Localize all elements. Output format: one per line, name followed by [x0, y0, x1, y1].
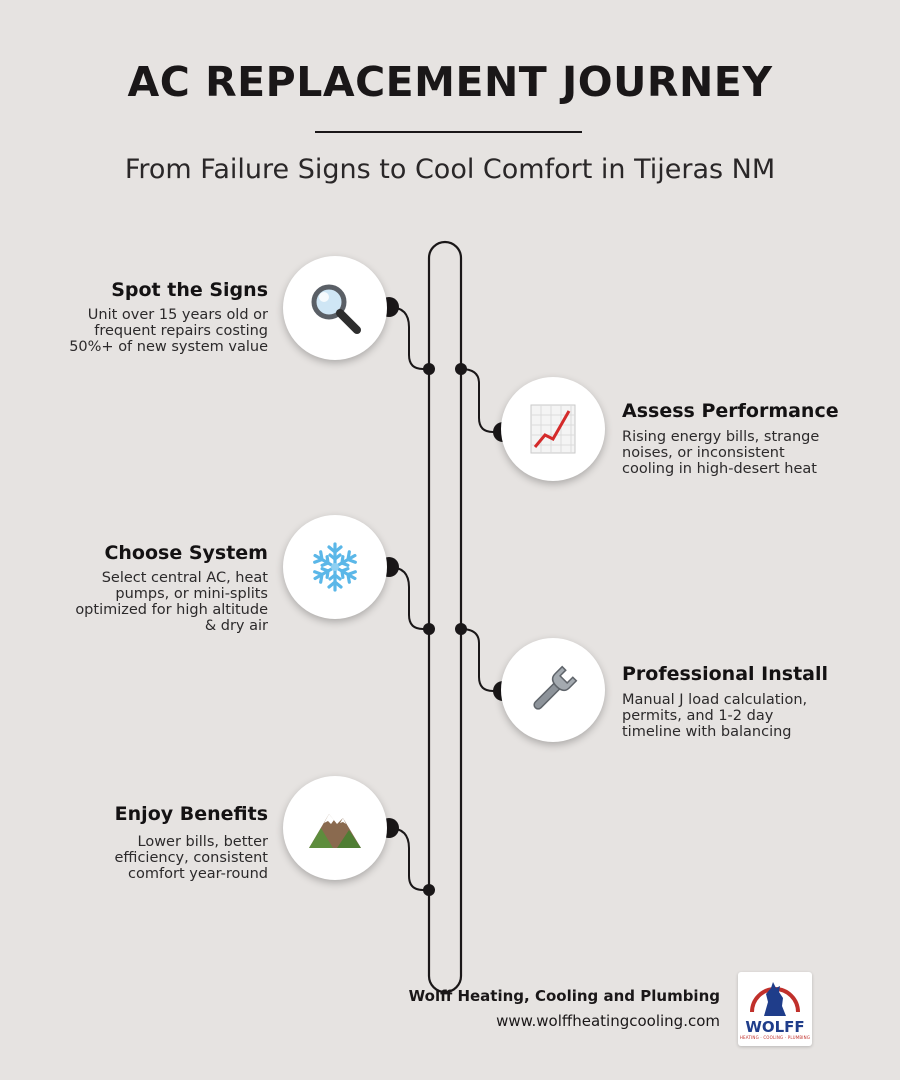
company-logo: WOLFF HEATING · COOLING · PLUMBING [738, 972, 812, 1046]
connector-1 [388, 306, 429, 370]
step-description: Unit over 15 years old or frequent repai… [69, 307, 268, 355]
desc-line: cooling in high-desert heat [622, 461, 817, 477]
desc-line: Manual J load calculation, [622, 692, 808, 708]
logo-tagline: HEATING · COOLING · PLUMBING [739, 1035, 811, 1040]
snowflake-icon [308, 540, 362, 594]
step-title: Assess Performance [622, 400, 839, 422]
desc-line: optimized for high altitude [75, 602, 268, 618]
page-subtitle: From Failure Signs to Cool Comfort in Ti… [124, 154, 776, 185]
step-icon-circle [501, 638, 605, 742]
desc-line: noises, or inconsistent [622, 445, 785, 461]
chart-increasing-icon [529, 403, 577, 455]
step-icon-circle [283, 515, 387, 619]
step-title: Enjoy Benefits [114, 803, 268, 825]
desc-line: Rising energy bills, strange [622, 429, 820, 445]
company-url[interactable]: www.wolffheatingcooling.com [496, 1012, 720, 1030]
step-description: Lower bills, better efficiency, consiste… [115, 834, 268, 882]
desc-line: permits, and 1-2 day [622, 708, 774, 724]
desc-line: Select central AC, heat [101, 570, 268, 586]
step-icon-circle [283, 776, 387, 880]
logo-wordmark: WOLFF [745, 1018, 805, 1036]
magnifying-glass-icon [307, 280, 363, 336]
desc-line: Unit over 15 years old or [87, 307, 268, 323]
connector-4 [460, 628, 503, 692]
title-divider [315, 131, 582, 133]
desc-line: comfort year-round [128, 866, 268, 882]
track-dot-5 [423, 884, 435, 896]
track-dot-1 [423, 363, 435, 375]
track-dot-4 [455, 623, 467, 635]
step-icon-circle [283, 256, 387, 360]
connector-3 [388, 566, 429, 630]
step-title: Choose System [104, 542, 268, 564]
track-dot-3 [423, 623, 435, 635]
timeline-track [427, 240, 463, 994]
desc-line: frequent repairs costing [94, 323, 268, 339]
desc-line: efficiency, consistent [114, 850, 268, 866]
mountain-icon [307, 806, 363, 850]
desc-line: & dry air [204, 618, 268, 634]
step-description: Rising energy bills, strange noises, or … [622, 429, 819, 477]
connector-5 [388, 827, 429, 891]
desc-line: pumps, or mini-splits [115, 586, 268, 602]
desc-line: Lower bills, better [137, 834, 269, 850]
connector-2 [460, 368, 503, 433]
step-title: Professional Install [622, 663, 828, 685]
company-name: Wolff Heating, Cooling and Plumbing [408, 987, 720, 1005]
desc-line: timeline with balancing [622, 724, 792, 740]
track-dot-2 [455, 363, 467, 375]
step-title: Spot the Signs [111, 279, 268, 301]
step-icon-circle [501, 377, 605, 481]
page-title: AC REPLACEMENT JOURNEY [127, 58, 773, 106]
desc-line: 50%+ of new system value [69, 339, 268, 355]
step-description: Select central AC, heat pumps, or mini-s… [75, 570, 268, 634]
step-description: Manual J load calculation, permits, and … [622, 692, 807, 740]
wrench-icon [526, 663, 580, 717]
